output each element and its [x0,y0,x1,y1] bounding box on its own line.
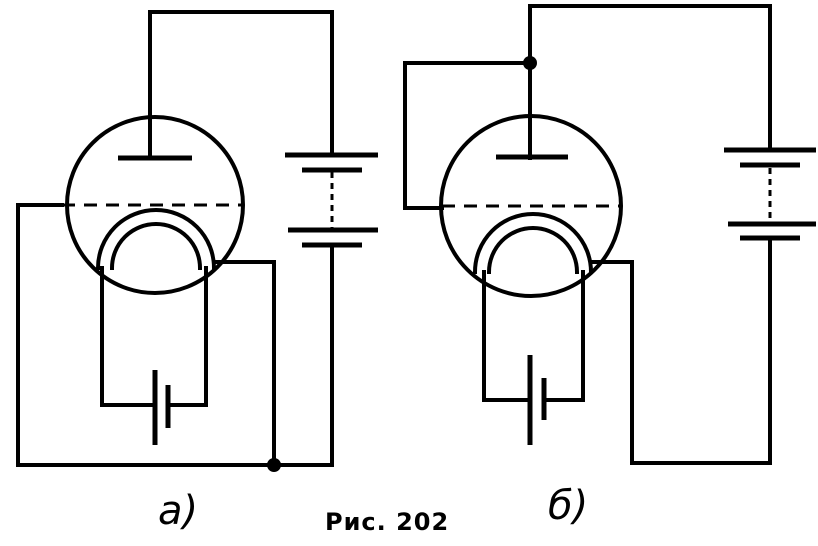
grid-wire-a [16,203,334,467]
junction-node-b [523,56,537,70]
grid-wire-b [403,61,532,210]
filament-wire-b-right [542,270,585,402]
anode-wire-b [528,4,772,160]
anode-wire-a [148,10,334,160]
diagram-label-b: б) [548,483,589,529]
cathode-inner-b [486,226,580,275]
cathode-outer-a [95,208,217,271]
cathode-inner-a [109,222,203,271]
filament-wire-b [482,270,532,402]
junction-node-a [267,458,281,472]
filament-wire-a-right [166,266,208,407]
tube-envelope-b [439,114,623,298]
filament-wire-a [100,266,157,407]
circuit-a [16,10,378,472]
cathode-wire-b [590,236,772,465]
figure-caption: Рис. 202 [325,508,450,536]
cathode-wire-a [212,260,276,467]
diagram-label-a: а) [158,488,199,534]
circuit-b [403,4,816,465]
cathode-outer-b [472,212,594,275]
